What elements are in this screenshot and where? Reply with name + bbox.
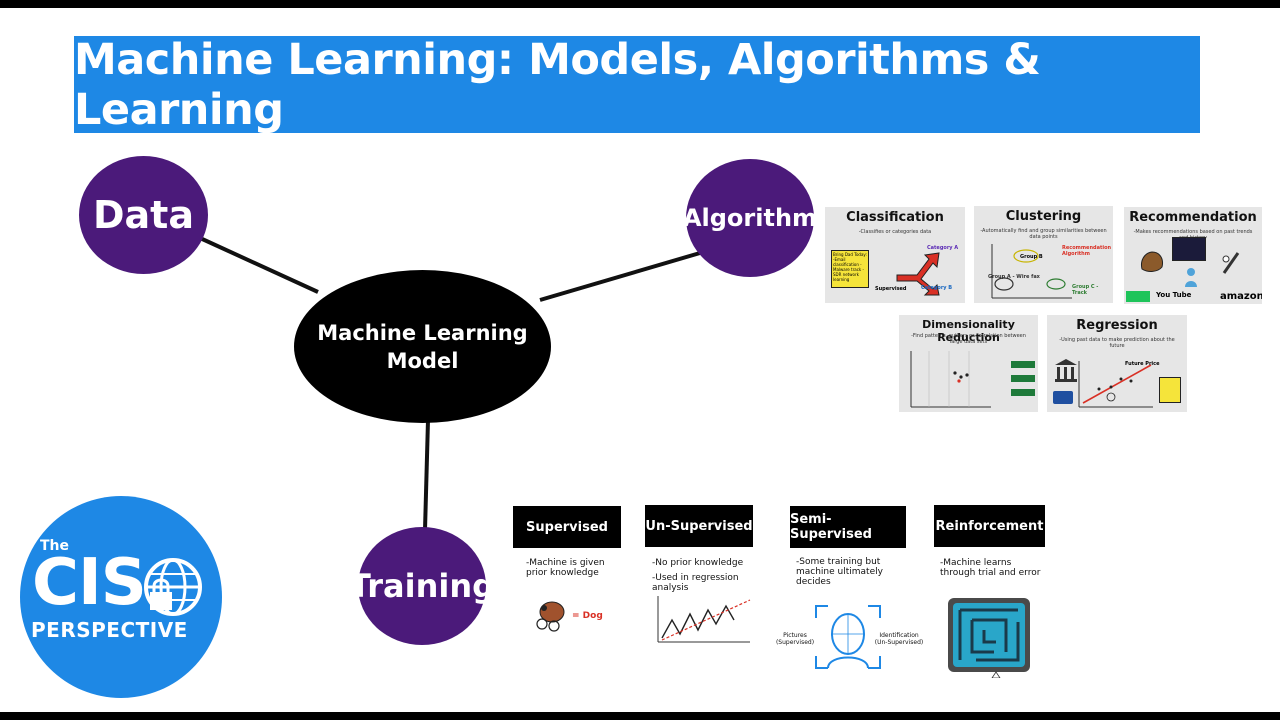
classification-note: Bring Dad Today: -Email classification -…: [831, 250, 869, 288]
node-training: Training: [349, 527, 495, 645]
cis-perspective-logo: The CIS PERSPECTIVE: [20, 496, 222, 698]
training-reinforcement-label: Reinforcement: [935, 518, 1044, 534]
card-regression-title: Regression: [1076, 318, 1158, 333]
title-banner: Machine Learning: Models, Algorithms & L…: [74, 34, 1200, 135]
training-reinforcement-desc: -Machine learns through trial and error: [940, 558, 1041, 578]
logo-cis: CIS: [32, 546, 147, 620]
scatter-grid-icon: [910, 351, 991, 408]
training-supervised: Supervised: [513, 506, 621, 548]
person-icon: [1185, 268, 1197, 287]
face-scan-icon: [815, 605, 881, 669]
recommendation-youtube: You Tube: [1156, 291, 1192, 299]
link-algorithm-model: [539, 251, 701, 302]
card-dimensionality-reduction: Dimensionality Reduction -Find patterns,…: [899, 315, 1038, 412]
training-supervised-desc: -Machine is given prior knowledge: [526, 558, 605, 578]
node-training-label: Training: [348, 567, 496, 605]
card-recommendation: Recommendation -Makes recommendations ba…: [1124, 207, 1262, 304]
split-arrow-icon: [896, 252, 940, 296]
bottom-black-bar: [0, 712, 1280, 720]
label-chip-2: [1011, 375, 1035, 382]
training-supervised-extra: = Dog: [572, 611, 603, 621]
bank-building-icon: [1055, 359, 1077, 382]
training-unsupervised-label: Un-Supervised: [645, 518, 753, 534]
clustering-group-c: Group C - Track: [1072, 284, 1099, 296]
card-regression: Regression -Using past data to make pred…: [1047, 315, 1187, 412]
credit-card-icon: [1053, 391, 1073, 404]
classification-category-a: Category A: [927, 245, 959, 251]
node-model: Machine Learning Model: [294, 270, 551, 423]
training-reinforcement: Reinforcement: [934, 505, 1045, 547]
video-thumbnail-icon: [1172, 237, 1206, 261]
card-regression-subtitle: -Using past data to make prediction abou…: [1059, 337, 1175, 349]
card-dimensionality-title: Dimensionality Reduction: [922, 318, 1015, 344]
top-black-bar: [0, 0, 1280, 8]
card-dimensionality-subtitle: -Find patterns, outliers or correlation …: [911, 333, 1026, 345]
training-semi-supervised-desc: -Some training but machine ultimately de…: [796, 557, 883, 587]
node-model-line1: Machine Learning: [317, 320, 528, 345]
card-classification: Classification -Classifies or categories…: [825, 207, 965, 303]
recommendation-amazon: amazon: [1220, 291, 1262, 302]
training-unsupervised-desc2: -Used in regression analysis: [652, 573, 739, 593]
classification-category-b: Category B: [921, 285, 953, 291]
training-unsupervised-desc1: -No prior knowledge: [652, 558, 744, 568]
regression-plot-icon: [1078, 361, 1153, 408]
zigzag-trend-icon: [657, 596, 751, 643]
page-title: Machine Learning: Models, Algorithms & L…: [74, 34, 1041, 135]
training-semi-supervised: Semi-Supervised: [790, 506, 906, 548]
link-data-model: [199, 236, 319, 294]
node-algorithm: Algorithm: [682, 159, 818, 277]
semi-supervised-right-caption: Identification (Un-Supervised): [874, 632, 924, 646]
clustering-recommendation-algorithm: Recommendation Algorithm: [1062, 245, 1112, 257]
link-training-model: [423, 419, 430, 531]
card-classification-subtitle: -Classifies or categories data: [858, 229, 932, 235]
card-clustering-subtitle: -Automatically find and group similariti…: [980, 228, 1107, 240]
card-classification-title: Classification: [846, 210, 944, 225]
regression-note-icon: [1159, 377, 1181, 403]
green-block-icon: [1126, 291, 1150, 302]
logo-the: The: [40, 538, 70, 554]
node-algorithm-label: Algorithm: [682, 204, 818, 232]
node-data-label: Data: [93, 193, 194, 237]
cluster-plot-icon: [991, 244, 1072, 299]
maze-icon: [948, 598, 1030, 678]
baseball-glove-icon: [1141, 251, 1163, 272]
training-semi-supervised-label: Semi-Supervised: [790, 512, 872, 542]
node-model-line2: Model: [386, 348, 459, 373]
baseball-bat-icon: [1222, 252, 1240, 274]
classification-supervised: Supervised: [875, 286, 907, 292]
label-chip-1: [1011, 361, 1035, 368]
training-supervised-label: Supervised: [526, 519, 608, 535]
node-data: Data: [79, 156, 208, 274]
logo-perspective: PERSPECTIVE: [31, 618, 188, 642]
dog-icon: [536, 601, 565, 632]
clustering-group-a: Group A - Wire fax: [988, 274, 1040, 280]
card-recommendation-title: Recommendation: [1129, 210, 1257, 225]
card-clustering-title: Clustering: [1005, 209, 1082, 224]
semi-supervised-left-caption: Pictures (Supervised): [775, 632, 815, 646]
globe-lock-icon: [144, 558, 202, 616]
card-clustering: Clustering -Automatically find and group…: [974, 206, 1113, 303]
regression-future-price: Future Price: [1125, 361, 1160, 367]
clustering-group-b: Group B: [1020, 254, 1043, 260]
label-chip-3: [1011, 389, 1035, 396]
training-unsupervised: Un-Supervised: [645, 505, 753, 547]
